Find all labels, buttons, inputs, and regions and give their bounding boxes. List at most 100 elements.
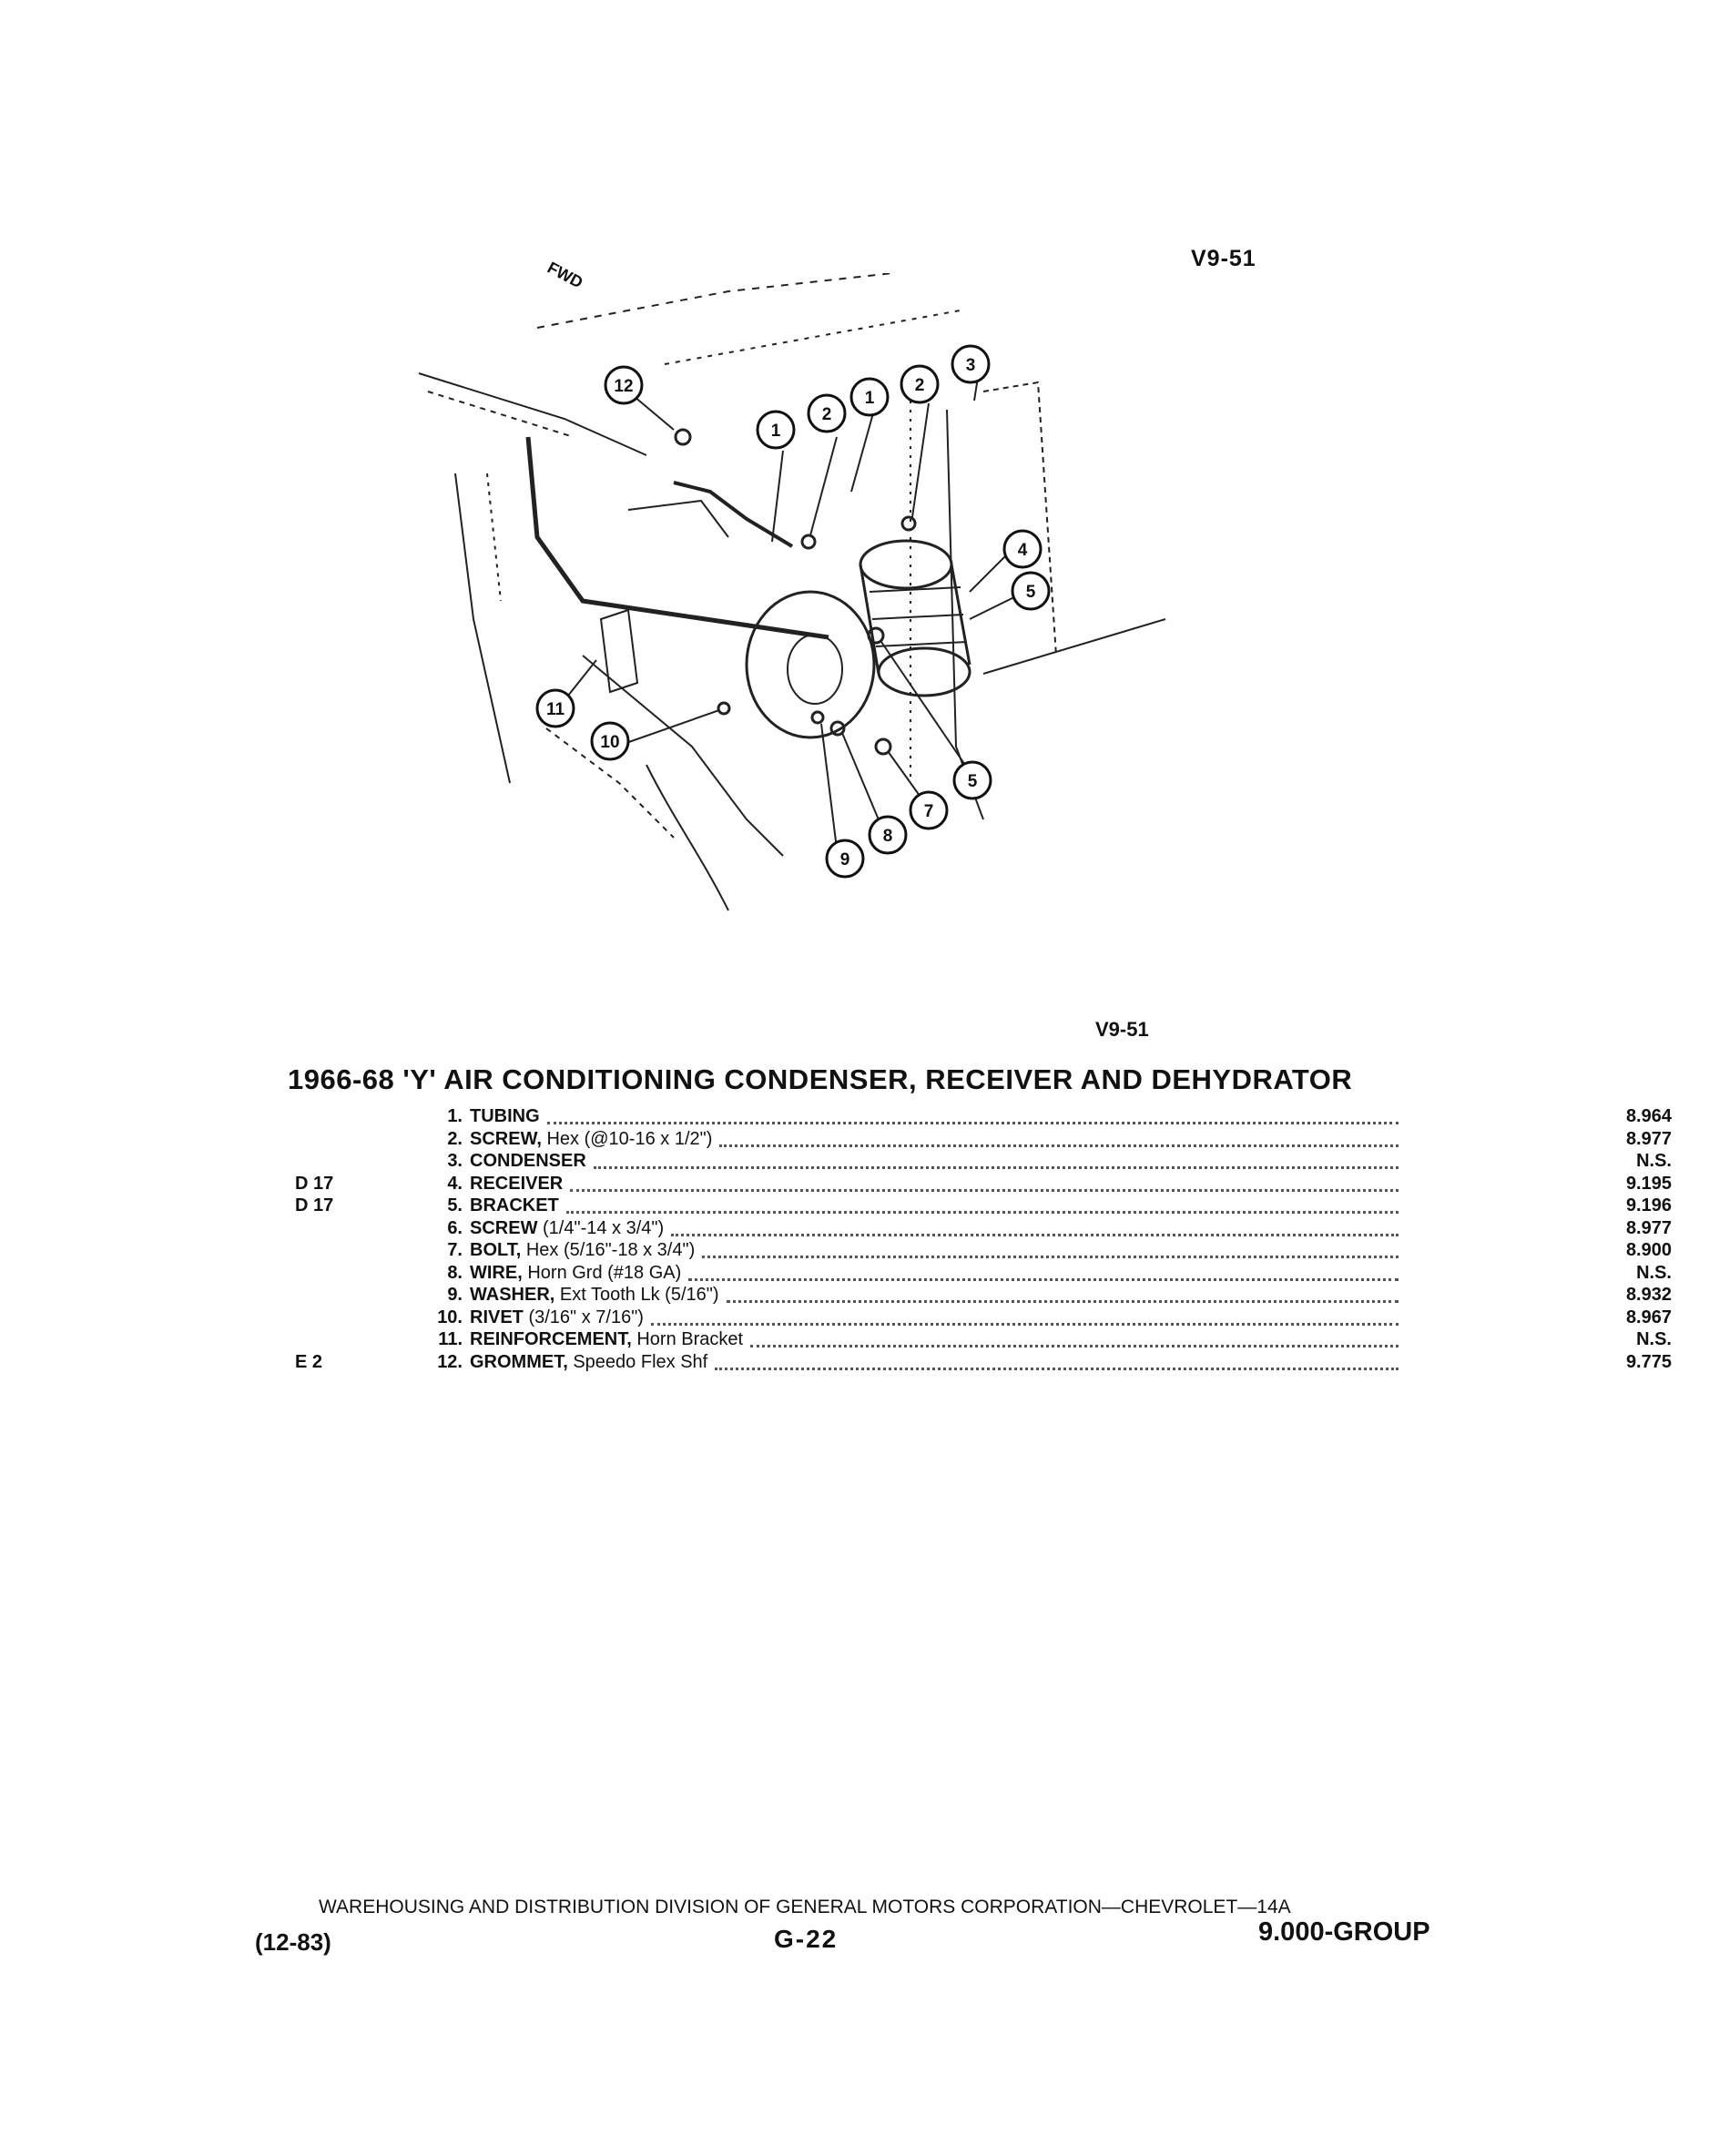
callout-marker-3 [951, 344, 991, 384]
parts-row: 9. WASHER, Ext Tooth Lk (5/16") 8.932 [288, 1284, 1672, 1307]
part-name: REINFORCEMENT, [470, 1329, 632, 1349]
figure-code-bottom: V9-51 [1095, 1018, 1149, 1041]
part-group-number: 9.195 [1625, 1173, 1672, 1194]
part-group-number: 8.977 [1625, 1217, 1672, 1238]
callout-marker-9 [825, 839, 865, 879]
leader-dots [688, 1275, 1399, 1281]
part-description: GROMMET, Speedo Flex Shf [470, 1351, 1544, 1374]
callout-label: 3 [966, 356, 976, 375]
diagram-lines [418, 273, 1166, 911]
parts-diagram: 12 1 2 1 2 3 4 5 11 10 5 7 8 9 [418, 273, 1166, 911]
part-spec: Hex (@10-16 x 1/2") [541, 1128, 713, 1149]
part-spec: Horn Grd (#18 GA) [522, 1262, 682, 1283]
part-number: 8. [447, 1262, 463, 1283]
parts-row: 7. BOLT, Hex (5/16"-18 x 3/4") 8.900 [288, 1239, 1672, 1262]
callout-label: 1 [865, 389, 875, 408]
part-name: CONDENSER [470, 1151, 586, 1171]
part-name: SCREW, [470, 1128, 542, 1149]
callout-label: 8 [883, 827, 893, 846]
callout-marker-4 [1002, 529, 1043, 569]
part-name: WASHER, [470, 1285, 555, 1305]
parts-row: 6. SCREW (1/4"-14 x 3/4") 8.977 [288, 1217, 1672, 1240]
callout-marker-2b [900, 364, 940, 404]
parts-row: 11. REINFORCEMENT, Horn Bracket N.S. [288, 1328, 1672, 1351]
callout-label: 2 [822, 405, 832, 424]
part-name: RIVET [470, 1307, 524, 1327]
callout-marker-7 [909, 790, 949, 830]
part-description: RECEIVER [470, 1173, 1544, 1195]
page-number: G-22 [774, 1925, 839, 1953]
parts-row: 3. CONDENSER N.S. [288, 1150, 1672, 1173]
part-number: 4. [447, 1173, 463, 1194]
part-description: WASHER, Ext Tooth Lk (5/16") [470, 1284, 1544, 1307]
part-group-number: 8.900 [1625, 1240, 1672, 1260]
part-number: 10. [437, 1307, 463, 1327]
footer-date: (12-83) [255, 1928, 331, 1956]
part-group-number: 8.977 [1625, 1128, 1672, 1149]
part-number: 11. [438, 1329, 463, 1349]
part-spec: (3/16" x 7/16") [523, 1307, 644, 1327]
callout-marker-10 [590, 721, 630, 761]
callout-marker-2a [807, 393, 847, 433]
part-description: REINFORCEMENT, Horn Bracket [470, 1328, 1544, 1351]
part-number: 6. [447, 1217, 463, 1238]
callout-label: 2 [915, 376, 925, 395]
figure-code-top: V9-51 [1191, 246, 1256, 271]
callout-marker-5b [952, 760, 992, 800]
leader-dots [650, 1319, 1399, 1326]
parts-row: 2. SCREW, Hex (@10-16 x 1/2") 8.977 [288, 1128, 1672, 1151]
callout-label: 1 [771, 422, 781, 441]
part-group-number: N.S. [1636, 1151, 1672, 1171]
part-group-number: N.S. [1636, 1329, 1672, 1349]
part-number: 12. [437, 1351, 463, 1372]
callout-label: 7 [924, 802, 934, 821]
leader-dots [546, 1118, 1399, 1124]
part-code: D 17 [295, 1195, 334, 1215]
part-name: BOLT, [470, 1240, 522, 1260]
leader-dots [750, 1341, 1399, 1348]
parts-list: 1. TUBING 8.964 2. SCREW, Hex (@10-16 x … [288, 1105, 1672, 1374]
part-name: TUBING [470, 1106, 540, 1126]
part-code: E 2 [295, 1351, 323, 1372]
part-description: CONDENSER [470, 1150, 1544, 1173]
footer-group: 9.000-GROUP [1258, 1917, 1430, 1947]
callout-label: 9 [840, 850, 850, 870]
footer-division: WAREHOUSING AND DISTRIBUTION DIVISION OF… [319, 1897, 1291, 1917]
callout-marker-1b [849, 377, 890, 417]
part-name: RECEIVER [470, 1173, 564, 1194]
callout-marker-1a [756, 410, 796, 450]
part-description: BOLT, Hex (5/16"-18 x 3/4") [470, 1239, 1544, 1262]
callout-labels: 12 1 2 1 2 3 4 5 11 10 5 7 8 9 [546, 356, 1036, 870]
part-spec: Horn Bracket [631, 1329, 744, 1349]
callout-label: 12 [614, 377, 633, 396]
part-name: WIRE, [470, 1262, 523, 1283]
parts-row: 8. WIRE, Horn Grd (#18 GA) N.S. [288, 1262, 1672, 1285]
callout-marker-5a [1011, 571, 1051, 611]
callout-label: 5 [1026, 583, 1036, 602]
part-description: SCREW (1/4"-14 x 3/4") [470, 1217, 1544, 1240]
part-name: GROMMET, [470, 1351, 568, 1372]
part-spec: Hex (5/16"-18 x 3/4") [521, 1240, 696, 1260]
part-number: 2. [447, 1128, 463, 1149]
parts-row: D 17 5. BRACKET 9.196 [288, 1195, 1672, 1217]
part-spec: Ext Tooth Lk (5/16") [554, 1285, 719, 1305]
part-description: SCREW, Hex (@10-16 x 1/2") [470, 1128, 1544, 1151]
callout-markers [535, 344, 1051, 879]
part-group-number: 9.196 [1625, 1195, 1672, 1215]
part-group-number: 8.932 [1625, 1285, 1672, 1305]
leader-dots [719, 1141, 1399, 1147]
part-description: RIVET (3/16" x 7/16") [470, 1307, 1544, 1329]
callout-label: 11 [546, 700, 565, 719]
part-group-number: N.S. [1636, 1262, 1672, 1283]
callout-marker-12 [604, 365, 644, 405]
callout-marker-11 [535, 688, 575, 728]
leader-dots [715, 1364, 1399, 1370]
part-number: 3. [447, 1151, 463, 1171]
parts-row: E 2 12. GROMMET, Speedo Flex Shf 9.775 [288, 1351, 1672, 1374]
leader-dots [671, 1230, 1399, 1236]
callout-marker-8 [868, 815, 908, 855]
leader-dots [593, 1163, 1399, 1169]
part-group-number: 8.964 [1625, 1106, 1672, 1126]
part-description: BRACKET [470, 1195, 1544, 1217]
parts-row: 1. TUBING 8.964 [288, 1105, 1672, 1128]
